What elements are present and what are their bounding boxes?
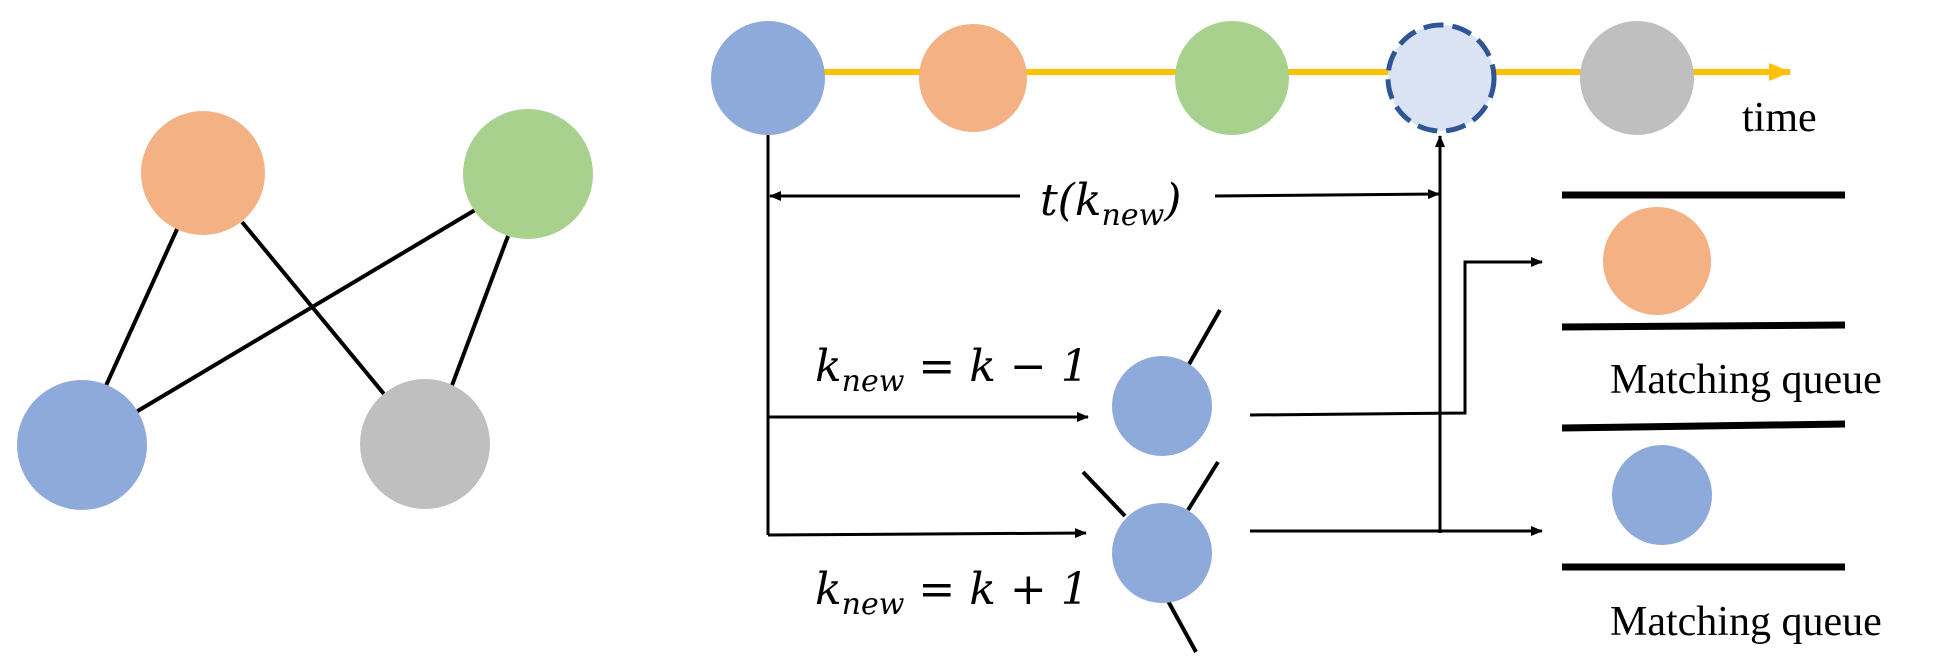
stub-edge	[1081, 470, 1127, 518]
graph-node-blue	[17, 380, 147, 510]
timeline-node-blue	[711, 21, 825, 135]
interval-measure	[766, 135, 1445, 535]
timeline-node-new	[1385, 22, 1497, 134]
matching-queue-1: Matching queue	[1561, 191, 1882, 403]
branch-arrows	[767, 412, 1089, 539]
queue-label: Matching queue	[1610, 357, 1882, 403]
stub-edge	[1186, 309, 1222, 367]
matching-queue-2: Matching queue	[1561, 420, 1882, 645]
queue-routing	[1249, 257, 1543, 536]
edge-green-gray	[449, 235, 510, 389]
graph-node-gray	[360, 379, 490, 509]
graph-node-orange	[141, 111, 265, 235]
queue-label: Matching queue	[1610, 599, 1882, 645]
branch-plus-label: knew = k + 1	[815, 564, 1089, 622]
route-to-queue-1	[1249, 257, 1543, 417]
queue-item-orange	[1603, 207, 1711, 315]
queue-item-blue	[1612, 445, 1712, 545]
queue-bottom-rule	[1561, 321, 1846, 331]
timeline-node-gray	[1580, 21, 1694, 135]
edge-orange-blue	[102, 226, 180, 391]
node-k-minus-1	[1112, 309, 1222, 456]
time-axis-label: time	[1742, 95, 1817, 141]
edge-green-blue	[134, 208, 477, 414]
queue-top-rule	[1561, 420, 1846, 432]
graph	[17, 109, 593, 510]
node-k-minus-1-circle	[1112, 356, 1212, 456]
timeline: time	[711, 21, 1817, 141]
interval-label: t(knew)	[1040, 175, 1181, 233]
timeline-node-orange	[919, 24, 1027, 132]
graph-node-green	[463, 109, 593, 239]
branch-plus-arrow	[767, 528, 1087, 539]
timeline-node-green	[1175, 21, 1289, 135]
graph-edges	[102, 208, 510, 414]
interval-arrow-right	[1214, 189, 1440, 200]
branch-minus-label: knew = k − 1	[815, 341, 1089, 399]
node-k-plus-1-circle	[1112, 503, 1212, 603]
stub-edge	[1186, 460, 1220, 512]
node-k-plus-1	[1081, 460, 1220, 653]
